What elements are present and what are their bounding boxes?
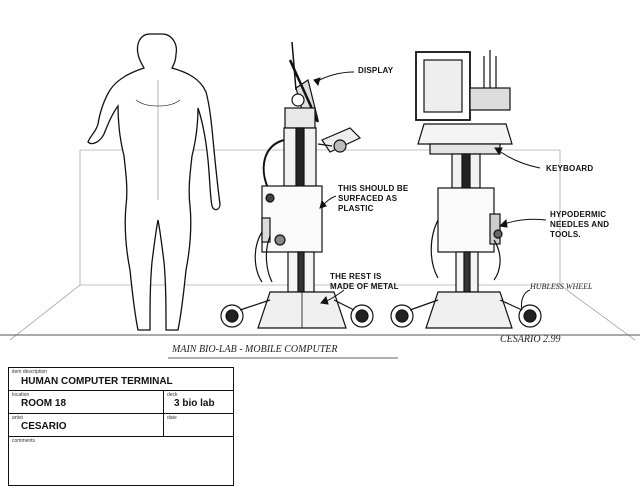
callout-hypodermic: HYPODERMIC NEEDLES AND TOOLS. [550, 210, 610, 239]
deck-label: deck [167, 392, 178, 398]
title-block: item description HUMAN COMPUTER TERMINAL… [8, 367, 234, 486]
comments-area: comments [9, 437, 233, 485]
callout-hubless-wheel: HUBLESS WHEEL [530, 282, 593, 291]
location-cell: location ROOM 18 [9, 391, 164, 413]
item-description-value: HUMAN COMPUTER TERMINAL [21, 376, 173, 387]
wheel-right-1 [390, 304, 414, 328]
artist-cell: artist CESARIO [9, 414, 164, 436]
artist-value: CESARIO [21, 421, 67, 432]
date-cell: date [164, 414, 233, 436]
callout-display: DISPLAY [358, 66, 394, 75]
deck-value: 3 bio lab [174, 398, 215, 409]
human-figure [87, 33, 221, 331]
location-value: ROOM 18 [21, 398, 67, 409]
callout-keyboard: KEYBOARD [546, 164, 594, 173]
terminal-front-view [390, 50, 542, 329]
date-label: date [167, 415, 177, 421]
callout-surfaced-plastic: THIS SHOULD BE SURFACED AS PLASTIC [338, 184, 409, 213]
wheel-left-1 [220, 304, 244, 328]
artist-row: artist CESARIO date [9, 414, 233, 437]
artist-label: artist [12, 415, 23, 421]
deck-cell: deck 3 bio lab [164, 391, 233, 413]
terminal-side-view [220, 41, 374, 329]
item-description-row: item description HUMAN COMPUTER TERMINAL [9, 368, 233, 391]
location-row: location ROOM 18 deck 3 bio lab [9, 391, 233, 414]
callout-arrows [313, 71, 547, 311]
wheel-left-2 [350, 304, 374, 328]
sketch-caption: MAIN BIO-LAB - MOBILE COMPUTER [172, 344, 338, 355]
item-description-label: item description [12, 369, 48, 375]
callout-rest-metal: THE REST IS MADE OF METAL [330, 272, 399, 291]
comments-label: comments [12, 438, 36, 444]
artist-signature: CESARIO 2.99 [500, 334, 561, 345]
wheel-right-2 [518, 304, 542, 328]
location-label: location [12, 392, 30, 398]
